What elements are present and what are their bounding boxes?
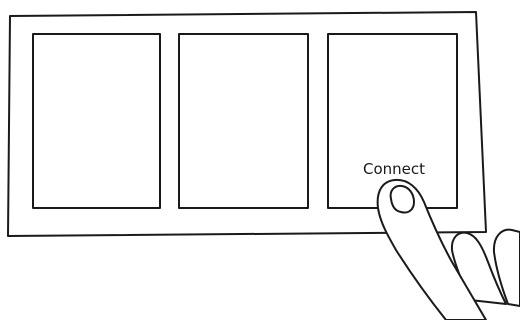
- hand-back-finger-2: [492, 228, 520, 307]
- hand-index-finger: [376, 178, 487, 320]
- connect-label: Connect: [363, 160, 425, 178]
- fingernail: [389, 184, 415, 214]
- pointing-hand-icon: [376, 178, 520, 320]
- screen-slot-1[interactable]: [32, 33, 161, 209]
- connect-button[interactable]: Connect: [327, 33, 458, 209]
- screen-slot-3[interactable]: [327, 33, 458, 209]
- screen-slot-2[interactable]: [178, 33, 309, 209]
